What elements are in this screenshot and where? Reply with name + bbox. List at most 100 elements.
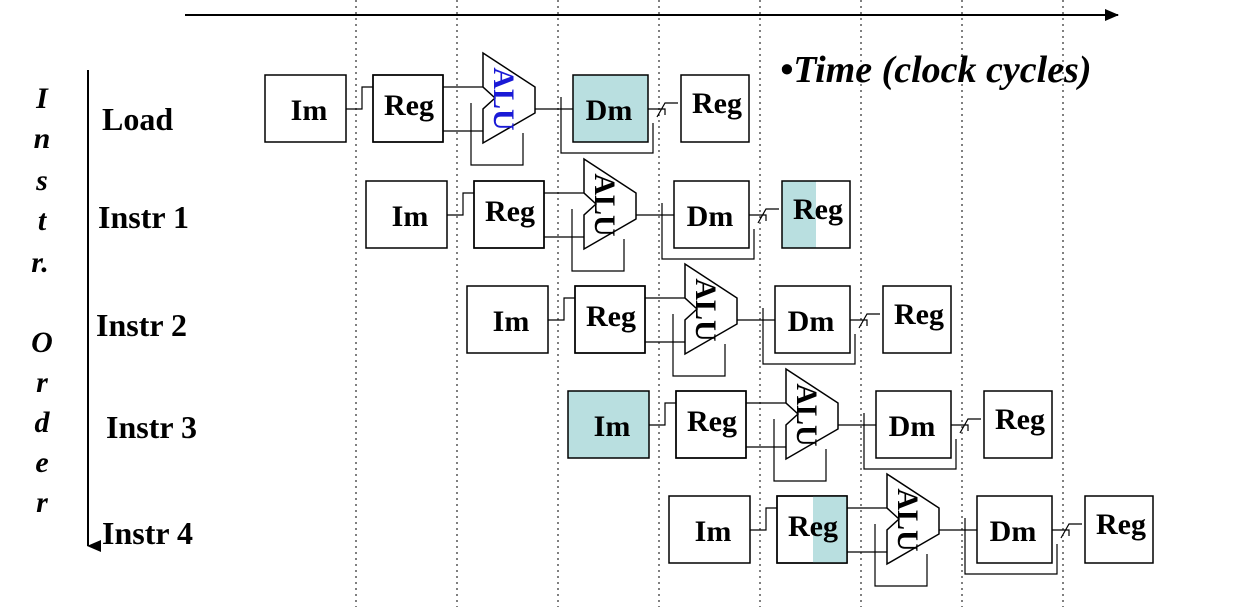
order-letter: n [34, 122, 51, 155]
alu-shadow [773, 419, 827, 482]
im-box [466, 285, 549, 354]
alu-shape [482, 51, 536, 145]
dm-box [774, 285, 851, 354]
dm-shadow [863, 413, 957, 470]
reg-to-alu-wires [847, 507, 887, 553]
order-letter: O [31, 326, 53, 359]
order-letter: r [36, 366, 48, 399]
reg-to-alu-wires [746, 402, 786, 448]
reg-read-label: Reg [687, 405, 737, 438]
reg-read-label: Reg [788, 510, 838, 543]
order-letter: r [36, 486, 48, 519]
reg-write-label: Reg [995, 403, 1045, 436]
alu-shape [583, 157, 637, 251]
dm-label: Dm [687, 200, 734, 233]
alu-shape [886, 472, 940, 566]
reg-write-label: Reg [793, 193, 843, 226]
im-label: Im [291, 94, 328, 127]
pipeline-row: Im Reg ALU Dm Reg [365, 157, 851, 272]
instruction-label-instr-2: Instr 2 [96, 307, 187, 343]
reg-read-outline [776, 495, 848, 564]
alu-shadow [874, 524, 928, 587]
reg-write-box [781, 180, 851, 249]
dm-to-reg-wire [648, 102, 678, 118]
dm-shadow [560, 97, 654, 154]
order-letter: d [35, 406, 51, 439]
reg-read-label: Reg [586, 300, 636, 333]
alu-label: ALU [689, 278, 722, 341]
im-box [668, 495, 751, 564]
alu-shape [684, 262, 738, 356]
dm-to-reg-wire [1052, 523, 1082, 539]
im-to-reg-wire [447, 192, 474, 216]
reg-write-label: Reg [692, 87, 742, 120]
im-to-reg-wire [548, 297, 575, 321]
reg-write-highlight [782, 181, 816, 248]
dm-shadow [661, 203, 755, 260]
reg-write-box [1084, 495, 1154, 564]
reg-write-box [983, 390, 1053, 459]
dm-to-reg-wire [951, 418, 981, 434]
instruction-label-load: Load [102, 101, 173, 137]
im-label: Im [392, 200, 429, 233]
order-axis-label: I n s t r. O r d e r [31, 82, 53, 519]
alu-label: ALU [588, 173, 621, 236]
instruction-label-instr-3: Instr 3 [106, 409, 197, 445]
pipeline-row: Im Reg ALU Dm Reg [264, 51, 750, 166]
instruction-label-instr-4: Instr 4 [102, 515, 193, 551]
reg-read-outline [372, 74, 444, 143]
alu-label: ALU [487, 67, 520, 130]
dm-label: Dm [788, 305, 835, 338]
alu-label: ALU [891, 488, 924, 551]
alu-shadow [672, 314, 726, 377]
dm-to-reg-wire [749, 208, 779, 224]
im-box [365, 180, 448, 249]
order-letter: s [35, 164, 48, 197]
reg-to-alu-wires [544, 192, 584, 238]
pipeline-row: Im Reg ALU Dm Reg [466, 262, 952, 377]
dm-box [673, 180, 750, 249]
pipeline-row: Im Reg ALU Dm Reg [567, 367, 1053, 482]
im-to-reg-wire [649, 402, 676, 426]
order-letter: r. [31, 246, 49, 279]
reg-read-highlight [813, 496, 847, 563]
reg-read-label: Reg [384, 89, 434, 122]
order-letter: e [35, 446, 48, 479]
im-box [567, 390, 650, 459]
reg-write-box [680, 74, 750, 143]
dm-label: Dm [586, 94, 633, 127]
order-letter: I [35, 82, 49, 115]
im-box [264, 74, 347, 143]
time-axis-label: •Time (clock cycles) [780, 49, 1092, 91]
dm-shadow [964, 518, 1058, 575]
reg-read-label: Reg [485, 195, 535, 228]
reg-read-outline [473, 180, 545, 249]
dm-box [875, 390, 952, 459]
instruction-label-instr-1: Instr 1 [98, 199, 189, 235]
im-label: Im [695, 515, 732, 548]
alu-shape [785, 367, 839, 461]
im-to-reg-wire [346, 86, 373, 110]
reg-write-box [882, 285, 952, 354]
dm-shadow [762, 308, 856, 365]
alu-shadow [571, 209, 625, 272]
im-to-reg-wire [750, 507, 777, 531]
dm-box [572, 74, 649, 143]
reg-write-label: Reg [1096, 508, 1146, 541]
pipeline-row: Im Reg ALU Dm Reg [668, 472, 1154, 587]
im-label: Im [493, 305, 530, 338]
reg-write-label: Reg [894, 298, 944, 331]
dm-label: Dm [889, 410, 936, 443]
reg-read-outline [574, 285, 646, 354]
dm-to-reg-wire [850, 313, 880, 329]
alu-label: ALU [790, 383, 823, 446]
dm-label: Dm [990, 515, 1037, 548]
cycle-dividers [355, 0, 1064, 607]
reg-to-alu-wires [443, 86, 483, 132]
im-label: Im [594, 410, 631, 443]
order-letter: t [38, 204, 48, 237]
alu-shadow [470, 103, 524, 166]
reg-read-box [675, 390, 747, 459]
